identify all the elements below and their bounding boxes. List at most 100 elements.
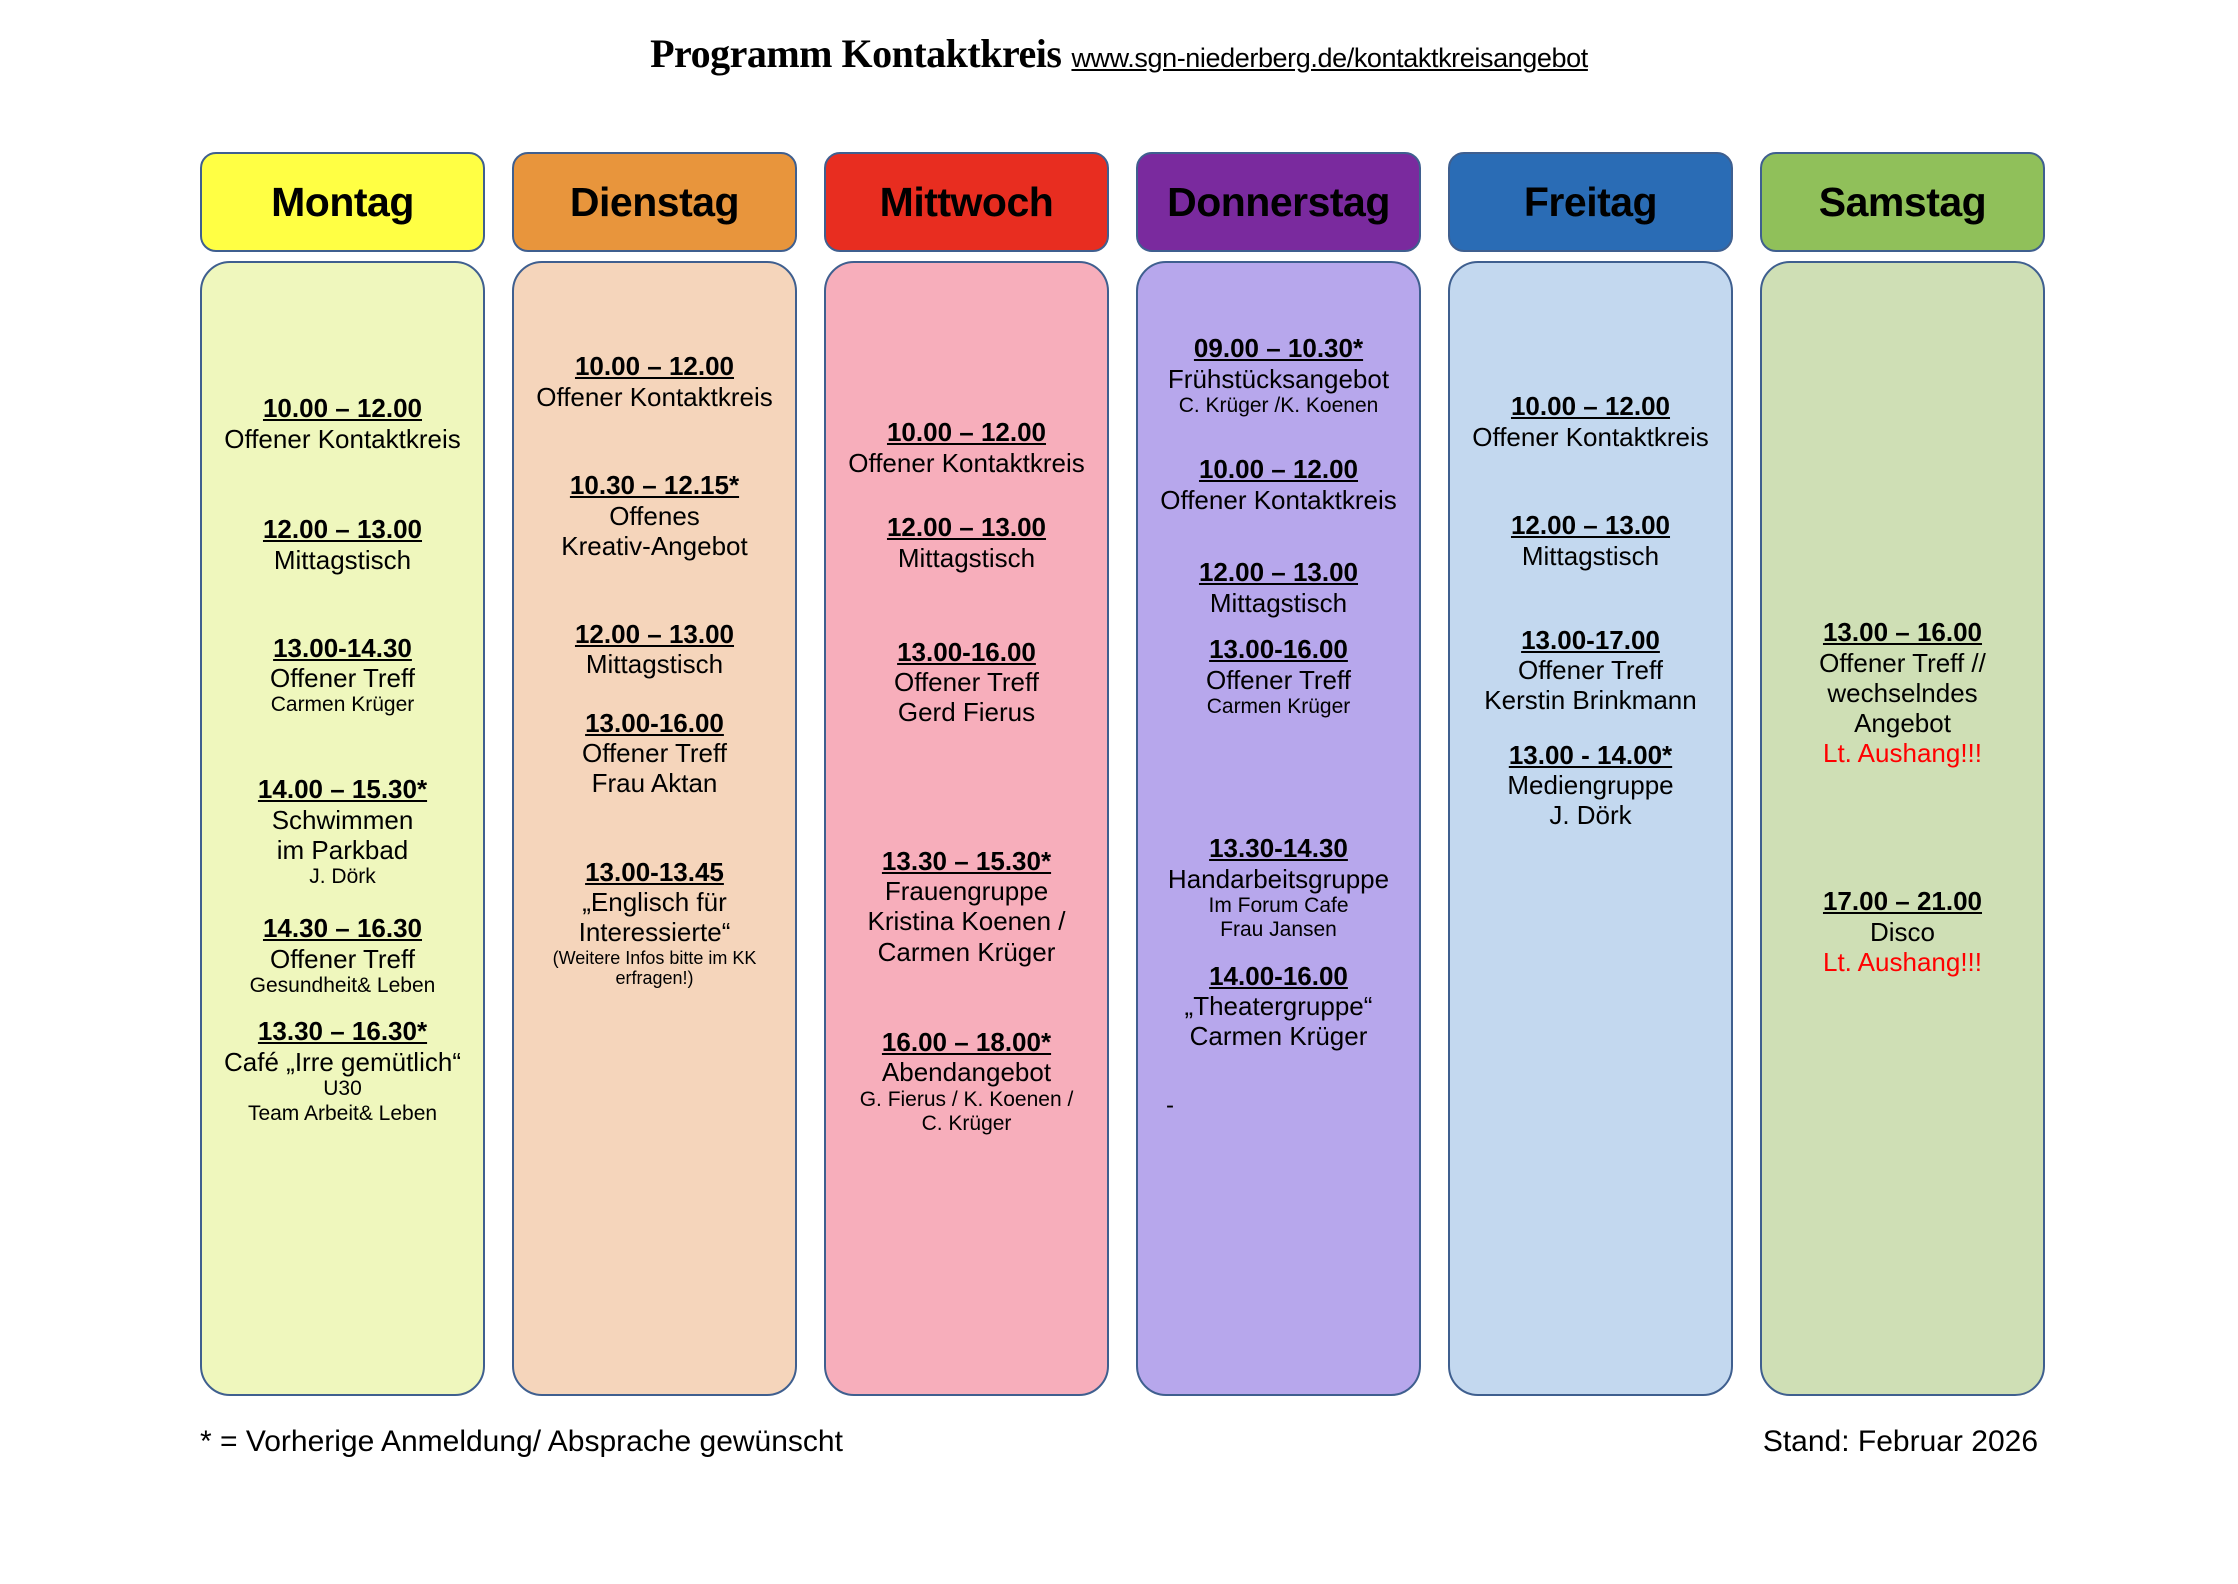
footer-legend: * = Vorherige Anmeldung/ Absprache gewün… — [200, 1425, 843, 1458]
entry-title: Offener Treff — [1205, 664, 1351, 695]
entry-title-line3: Angebot — [1854, 707, 1951, 738]
day-header-label: Donnerstag — [1167, 178, 1390, 225]
entry-title: Mittagstisch — [1209, 587, 1348, 618]
entry-title: Schwimmen — [271, 804, 414, 835]
entry-title: Offener Kontaktkreis — [224, 423, 461, 454]
entry-time: 13.30 – 16.30* — [257, 1016, 428, 1047]
entry-time: 13.00-13.45 — [585, 856, 724, 887]
entry-note: Carmen Krüger — [270, 693, 415, 717]
day-header-label: Freitag — [1523, 178, 1658, 225]
entry-time: 10.00 – 12.00 — [1510, 391, 1671, 421]
day-header-freitag[interactable]: Freitag — [1448, 152, 1733, 252]
entry-note: Im Forum Cafe — [1208, 893, 1349, 917]
entry-title: Offener Kontaktkreis — [536, 381, 773, 412]
entry-title: „Theatergruppe“ — [1184, 991, 1373, 1022]
entry-time: 16.00 – 18.00* — [881, 1026, 1052, 1057]
entry-title: „Englisch für — [582, 887, 727, 918]
day-header-label: Mittwoch — [879, 178, 1054, 225]
entry-time: 13.00-14.30 — [273, 632, 412, 663]
entry-title-line2: Kristina Koenen / — [867, 906, 1066, 937]
entry-title-line2: Kerstin Brinkmann — [1484, 685, 1697, 716]
entry-note-line2: Team Arbeit& Leben — [247, 1101, 438, 1125]
entry-title-line2: im Parkbad — [276, 834, 409, 865]
page-footer: * = Vorherige Anmeldung/ Absprache gewün… — [0, 1425, 2238, 1459]
entry-time: 14.30 – 16.30 — [262, 913, 423, 944]
entry-time: 13.00-17.00 — [1521, 624, 1660, 655]
entry-time: 10.00 – 12.00 — [262, 393, 423, 423]
entry-title-line2: Gerd Fierus — [897, 697, 1036, 728]
day-column-donnerstag: Donnerstag 09.00 – 10.30*Frühstücksangebo… — [1136, 152, 1421, 1396]
entry-time: 13.00-16.00 — [1209, 633, 1348, 664]
entry-title-line3: Carmen Krüger — [877, 936, 1056, 967]
entry-title: Frühstücksangebot — [1167, 363, 1390, 394]
entry-title: Offener Treff — [269, 943, 415, 974]
entry-time: 13.00 - 14.00* — [1508, 739, 1673, 770]
schedule-entry[interactable]: - — [1144, 1092, 1413, 1120]
entry-title: Café „Irre gemütlich“ — [224, 1047, 461, 1078]
day-header-montag[interactable]: Montag — [200, 152, 485, 252]
entry-note: G. Fierus / K. Koenen / — [859, 1087, 1074, 1111]
entry-time: 17.00 – 21.00 — [1822, 886, 1983, 917]
schedule-entry[interactable]: 14.00-16.00„Theatergruppe“Carmen Krüger — [1144, 961, 1413, 1052]
entry-title-line2: Frau Aktan — [591, 768, 718, 799]
entry-title: Offener Treff — [893, 667, 1039, 698]
page-url: www.sgn-niederberg.de/kontaktkreisangebo… — [1071, 43, 1588, 73]
entry-title: Disco — [1869, 916, 1935, 947]
day-header-label: Dienstag — [569, 178, 740, 225]
entry-title: Offener Treff — [269, 663, 415, 694]
day-header-dienstag[interactable]: Dienstag — [512, 152, 797, 252]
entry-time: 12.00 – 13.00 — [262, 513, 423, 544]
entry-title-line2: J. Dörk — [1549, 800, 1632, 831]
entry-note: Carmen Krüger — [1206, 694, 1351, 718]
entry-alert: Lt. Aushang!!! — [1822, 947, 1982, 978]
entry-time: 14.00-16.00 — [1209, 960, 1348, 991]
day-header-donnerstag[interactable]: Donnerstag — [1136, 152, 1421, 252]
entry-note-line2: Frau Jansen — [1220, 918, 1337, 942]
day-header-samstag[interactable]: Samstag — [1760, 152, 2045, 252]
entry-time: 12.00 – 13.00 — [886, 511, 1047, 542]
day-header-mittwoch[interactable]: Mittwoch — [824, 152, 1109, 252]
entry-time: 13.30-14.30 — [1209, 833, 1348, 864]
